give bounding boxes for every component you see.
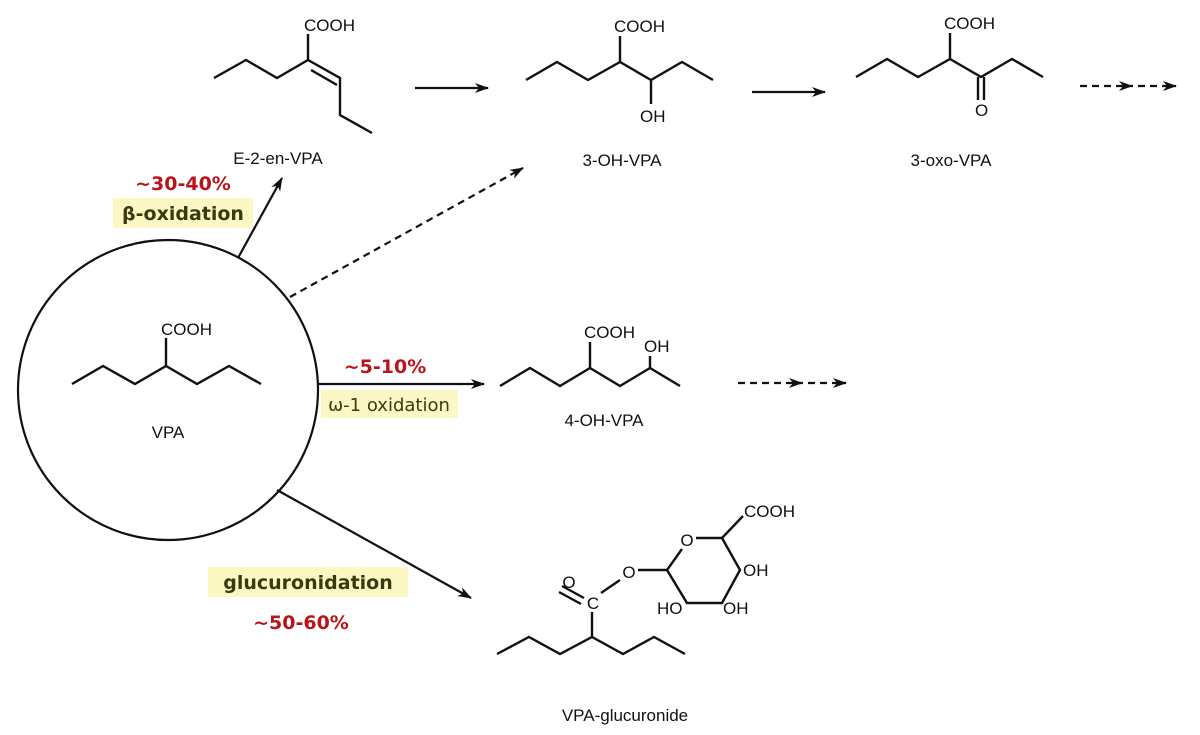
vpa-structure: COOH xyxy=(71,320,262,386)
glucuronidation-highlight xyxy=(208,567,408,597)
3oxo-vpa-name: 3-oxo-VPA xyxy=(911,151,993,170)
beta-oxidation-highlight xyxy=(113,198,253,228)
4oh-oh-label: OH xyxy=(644,337,670,356)
glucuronidation-percent: ~50-60% xyxy=(253,612,349,634)
glucuronidation-arrow xyxy=(276,489,472,599)
3oxo-o-label: O xyxy=(975,101,988,120)
3oh-cooh-label: COOH xyxy=(614,17,665,36)
omega-oxidation-label: ω-1 oxidation xyxy=(328,395,450,416)
3oxo-cooh-label: COOH xyxy=(944,14,995,33)
vpa-glucuronide-structure: O C O O COOH OH OH HO xyxy=(496,502,795,656)
beta-oxidation-percent: ~30-40% xyxy=(135,173,231,195)
omega-oxidation-percent: ~5-10% xyxy=(344,356,427,378)
beta-oxidation-label: β-oxidation xyxy=(122,203,244,225)
gluc-oh-bottom-left: HO xyxy=(657,599,683,618)
gluc-oh-bottom-right: OH xyxy=(723,599,749,618)
gluc-ester-o: O xyxy=(622,563,635,582)
3oxo-vpa-structure: COOH O xyxy=(855,14,1044,120)
gluc-carbonyl-c: C xyxy=(587,594,599,613)
gluc-cooh-label: COOH xyxy=(744,502,795,521)
gluc-oh-right: OH xyxy=(743,561,769,580)
e2en-cooh-label: COOH xyxy=(304,16,355,35)
3oh-vpa-name: 3-OH-VPA xyxy=(582,151,662,170)
beta-oxidation-arrow xyxy=(237,177,283,259)
3oh-vpa-structure: COOH OH xyxy=(525,17,714,126)
vpa-glucuronide-name: VPA-glucuronide xyxy=(562,706,688,725)
4oh-vpa-structure: COOH OH xyxy=(499,323,681,388)
omega-oxidation-highlight xyxy=(321,390,458,418)
e2en-vpa-structure: COOH xyxy=(213,16,373,135)
4oh-vpa-name: 4-OH-VPA xyxy=(564,411,644,430)
vpa-name: VPA xyxy=(152,423,185,442)
direct-to-3oh-arrow xyxy=(289,167,524,298)
vpa-circle xyxy=(16,238,320,542)
3oh-oh-label: OH xyxy=(640,107,666,126)
4oh-cooh-label: COOH xyxy=(584,323,635,342)
gluc-ring-o: O xyxy=(680,531,693,550)
gluc-carbonyl-o: O xyxy=(562,573,575,592)
e2en-vpa-name: E-2-en-VPA xyxy=(233,149,323,168)
vpa-node: COOH VPA xyxy=(16,238,320,542)
vpa-cooh-label: COOH xyxy=(161,320,212,339)
glucuronidation-label: glucuronidation xyxy=(223,572,393,594)
